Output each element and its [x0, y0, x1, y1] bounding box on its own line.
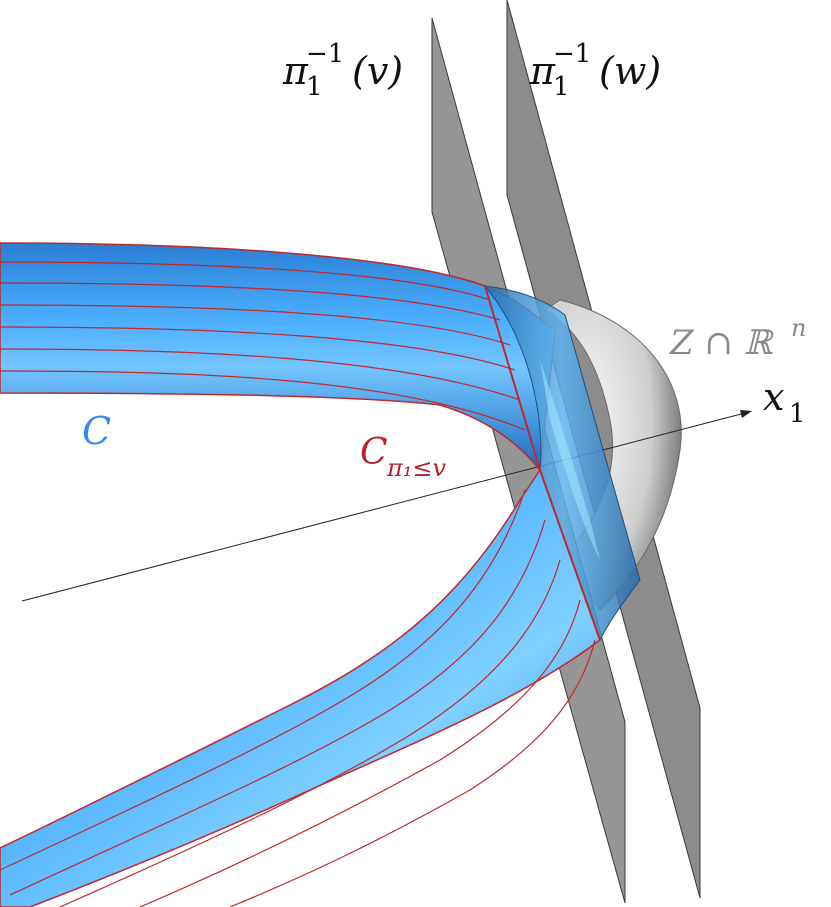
tube-mesh-upper [0, 261, 526, 431]
tube-band-highlight [540, 360, 600, 560]
tube-lower [0, 468, 601, 907]
label-plane-w-base: π [529, 49, 556, 93]
sublevel-cut-edge [484, 285, 601, 641]
label-plane-w-arg: (w) [599, 49, 661, 93]
label-sublevel-sub: π₁≤v [386, 454, 447, 482]
label-plane-v-arg: (v) [352, 49, 403, 93]
label-sublevel: C π₁≤v [360, 432, 447, 482]
x1-axis [21, 412, 746, 602]
label-variety: Z ∩ ℝ n [669, 314, 806, 363]
tube-mesh-lower [0, 489, 596, 907]
tube-band [483, 285, 641, 642]
label-plane-w: π 1 −1 (w) [529, 39, 661, 102]
label-plane-v-sub: 1 [306, 72, 323, 102]
label-plane-w-sup: −1 [553, 39, 591, 69]
label-variety-sup: n [791, 314, 806, 342]
label-axis-sub: 1 [789, 399, 806, 429]
label-plane-v: π 1 −1 (v) [282, 39, 403, 102]
label-curve: C [82, 409, 111, 453]
label-sublevel-base: C [360, 432, 388, 473]
label-plane-w-sub: 1 [553, 72, 570, 102]
x1-axis-arrowhead [740, 410, 752, 418]
label-axis: x 1 [763, 375, 806, 429]
label-variety-base: Z ∩ ℝ [669, 323, 775, 363]
label-axis-base: x [763, 375, 784, 419]
label-plane-v-sup: −1 [306, 39, 344, 69]
label-plane-v-base: π [282, 49, 309, 93]
